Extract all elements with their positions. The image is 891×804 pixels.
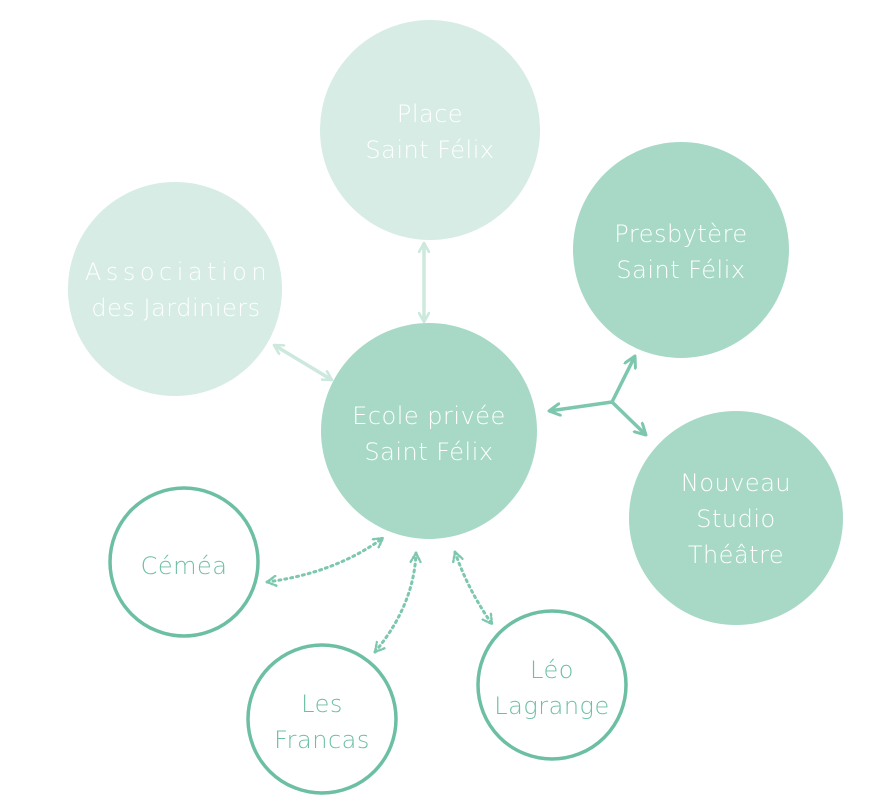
node-presbytere-saint-felix: Presbytère Saint Félix xyxy=(573,142,789,358)
node-label-line: Ecole privée xyxy=(352,402,506,430)
node-place-saint-felix: Place Saint Félix xyxy=(320,20,540,240)
node-ecole-privee-saint-felix: Ecole privée Saint Félix xyxy=(321,323,537,539)
node-label-line: Place xyxy=(397,100,463,128)
node-circle xyxy=(573,142,789,358)
node-circle xyxy=(68,182,282,396)
francas-center-connector xyxy=(373,551,416,654)
node-label-line: Nouveau xyxy=(681,469,791,497)
node-label-line: Francas xyxy=(274,726,370,754)
node-circle xyxy=(629,411,843,625)
node-circle xyxy=(320,20,540,240)
node-nouveau-studio-theatre: Nouveau Studio Théâtre xyxy=(629,411,843,625)
partners-fork-connector xyxy=(549,356,646,435)
node-les-francas: Les Francas xyxy=(246,643,398,795)
node-label-line: Presbytère xyxy=(614,220,747,248)
node-circle xyxy=(246,643,398,795)
connectors xyxy=(265,243,646,654)
node-label-line: Saint Félix xyxy=(364,438,493,466)
node-label-line: Céméa xyxy=(141,552,228,580)
node-label-line: Théâtre xyxy=(688,541,784,569)
node-label-line: Association xyxy=(85,258,271,286)
node-association-des-jardiniers: Association des Jardiniers xyxy=(68,182,282,396)
node-label-line: Saint Félix xyxy=(616,256,745,284)
node-circle xyxy=(321,323,537,539)
node-label-line: Lagrange xyxy=(494,692,609,720)
node-label-line: Les xyxy=(301,690,343,718)
node-label-line: Studio xyxy=(696,505,775,533)
leo-center-connector xyxy=(455,550,494,626)
node-label-line: Léo xyxy=(530,656,574,684)
node-label-line: Saint Félix xyxy=(365,136,494,164)
node-cemea: Céméa xyxy=(108,486,260,638)
cemea-center-connector xyxy=(265,536,385,582)
association-center-connector xyxy=(274,343,332,382)
node-circle xyxy=(476,609,628,761)
node-leo-lagrange: Léo Lagrange xyxy=(476,609,628,761)
node-circle xyxy=(108,486,260,638)
node-label-line: des Jardiniers xyxy=(91,294,260,322)
